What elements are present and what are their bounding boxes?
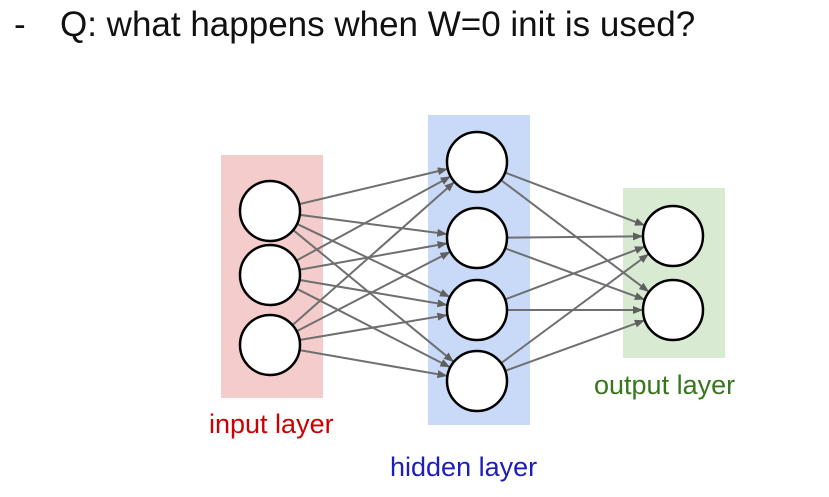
slide-question: - Q: what happens when W=0 init is used? bbox=[14, 0, 695, 50]
input-hidden-edge-3-2 bbox=[296, 251, 451, 333]
output-layer-label: output layer bbox=[594, 370, 736, 400]
output-neuron-1 bbox=[641, 204, 705, 268]
input-layer-label: input layer bbox=[209, 409, 334, 439]
input-hidden-edge-2-1 bbox=[295, 175, 451, 262]
input-hidden-edge-1-4 bbox=[292, 229, 454, 363]
input-hidden-edge-1-3 bbox=[296, 223, 450, 298]
hidden-output-edge-4-1 bbox=[500, 253, 649, 364]
hidden-neuron-3 bbox=[445, 278, 509, 342]
input-hidden-edge-1-2 bbox=[299, 213, 448, 237]
hidden-neuron-2 bbox=[445, 206, 509, 270]
hidden-output-edge-3-1 bbox=[504, 246, 645, 301]
neurons bbox=[238, 130, 705, 413]
output-neuron-2 bbox=[641, 278, 705, 342]
bullet-dash: - bbox=[14, 5, 26, 44]
input-hidden-edge-3-4 bbox=[299, 349, 448, 379]
input-neuron-2 bbox=[238, 243, 302, 307]
input-hidden-edge-2-2 bbox=[299, 241, 448, 271]
input-neuron-3 bbox=[238, 313, 302, 377]
hidden-neuron-1 bbox=[445, 130, 509, 194]
question-text: Q: what happens when W=0 init is used? bbox=[60, 5, 696, 44]
hidden-output-edge-2-1 bbox=[506, 232, 644, 241]
hidden-neuron-4 bbox=[445, 349, 509, 413]
hidden-output-edge-4-2 bbox=[504, 319, 645, 372]
input-neuron-1 bbox=[238, 179, 302, 243]
input-hidden-edge-3-3 bbox=[299, 312, 448, 341]
hidden-output-edge-1-1 bbox=[504, 171, 645, 226]
connections bbox=[291, 167, 650, 379]
hidden-layer-label: hidden layer bbox=[390, 452, 538, 482]
input-hidden-edge-3-1 bbox=[291, 181, 455, 326]
input-hidden-edge-1-1 bbox=[298, 167, 448, 206]
